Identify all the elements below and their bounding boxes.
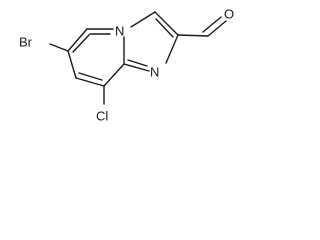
bond-cho-o-inner (202, 16, 222, 33)
atom-label-oxygen: O (224, 7, 234, 22)
bond-c8-c7 (75, 77, 105, 87)
atom-label-chlorine: Cl (96, 109, 108, 124)
atom-label-imidazole-nitrogen: N (150, 65, 159, 80)
bond-c7-c6 (67, 50, 77, 79)
bond-c6-c5 (67, 28, 88, 52)
bond-n1-c8a-inner (127, 59, 148, 67)
atom-label-bromine: Br (19, 35, 33, 50)
bond-c3-c2 (154, 11, 179, 36)
bond-c2-cho (177, 34, 209, 37)
chemical-structure-drawing: Br N N O Cl (19, 7, 234, 124)
bond-c8a-c8 (103, 63, 125, 87)
bond-c6-br (49, 43, 69, 52)
bond-c3-c2-inner (155, 18, 174, 38)
bond-c2-n1 (165, 34, 179, 64)
bond-n4-c3 (130, 11, 156, 28)
bond-cho-o (207, 20, 227, 37)
bond-n1-c8a (123, 63, 150, 72)
atom-label-bridgehead-nitrogen: N (115, 24, 124, 39)
bond-c6-c5-inner (72, 34, 90, 53)
bond-c8-c7-inner (78, 72, 103, 81)
